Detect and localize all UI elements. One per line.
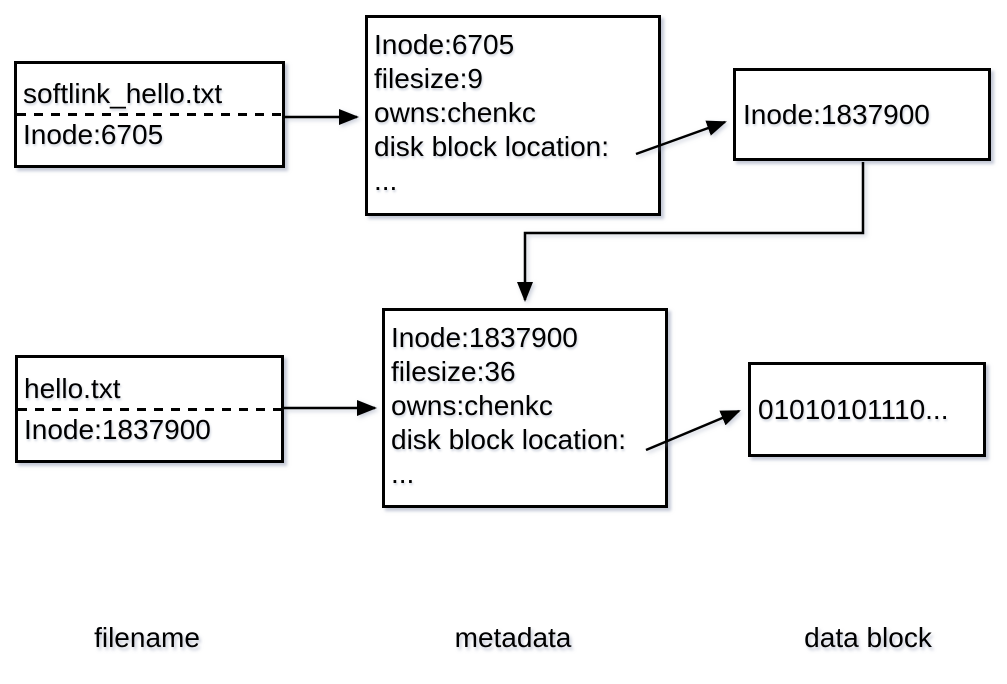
column-label-filename: filename [94, 622, 200, 653]
metadata-line-ellipsis: ... [391, 458, 415, 489]
metadata-line-inode: Inode:1837900 [391, 322, 578, 353]
inode-reference-text: Inode:1837900 [743, 98, 930, 130]
softlink-file-box: softlink_hello.txt Inode:6705 [14, 61, 285, 168]
metadata-line-disk-location: disk block location: [391, 424, 627, 455]
inode-divider [17, 113, 282, 116]
metadata-line-owner: owns:chenkc [391, 390, 553, 421]
softlink-filename-text: softlink_hello.txt [23, 78, 223, 109]
softlink-metadata-box: Inode:6705 filesize:9 owns:chenkc disk b… [365, 15, 661, 216]
hello-file-box: hello.txt Inode:1837900 [15, 355, 284, 463]
column-label-metadata: metadata [454, 622, 572, 653]
metadata-line-owner: owns:chenkc [374, 97, 536, 128]
metadata-line-filesize: filesize:9 [374, 63, 483, 94]
metadata-line-ellipsis: ... [374, 165, 398, 196]
data-block-box: 01010101110... [748, 362, 986, 457]
hello-metadata-box: Inode:1837900 filesize:36 owns:chenkc di… [382, 308, 668, 508]
metadata-line-disk-location: disk block location: [374, 131, 610, 162]
metadata-line-inode: Inode:6705 [374, 29, 515, 60]
inode-divider [18, 407, 281, 411]
hello-filename-text: hello.txt [24, 372, 121, 404]
softlink-inode-text: Inode:6705 [23, 119, 164, 150]
inode-reference-box: Inode:1837900 [733, 68, 991, 161]
metadata-line-filesize: filesize:36 [391, 356, 516, 387]
data-block-text: 01010101110... [758, 393, 949, 425]
column-label-data-block: data block [804, 622, 932, 653]
hello-inode-text: Inode:1837900 [24, 413, 211, 445]
